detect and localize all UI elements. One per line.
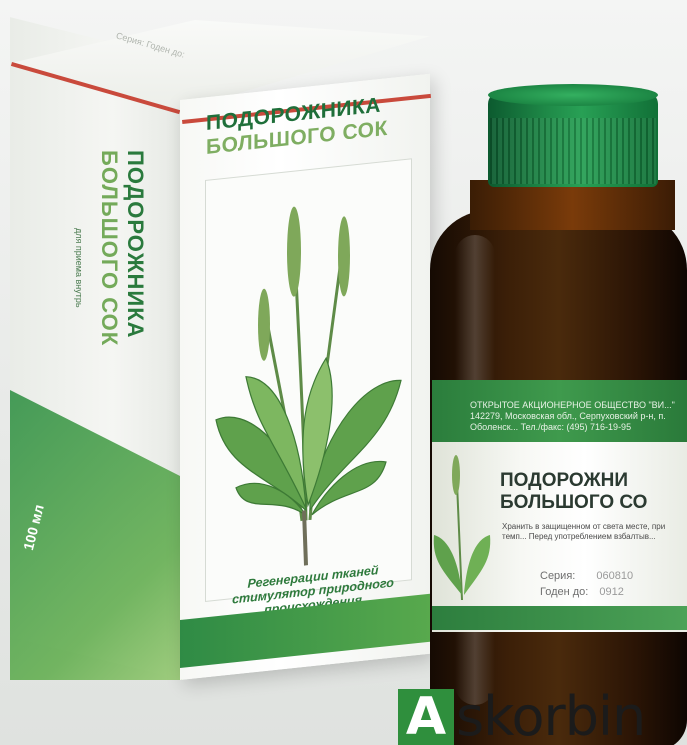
batch-label: Серия:: [540, 570, 576, 582]
plantain-small-icon: [433, 455, 491, 601]
bottle-label-bottom-band: [432, 606, 687, 630]
askorbin-watermark: A skorbin: [398, 685, 646, 745]
watermark-letter: A: [398, 689, 454, 745]
bottle-label-band: [432, 380, 687, 442]
bottle-label-title-line2: БОЛЬШОГО СО: [500, 492, 648, 513]
expiry-label: Годен до:: [540, 586, 589, 598]
box-side-note: для приема внутрь: [74, 228, 84, 308]
bottle-label-batch: Серия: 060810 Годен до: 0912: [540, 568, 633, 600]
expiry-value: 0912: [599, 586, 624, 598]
bottle-cap-ridges: [490, 118, 656, 184]
bottle-label-description: Хранить в защищенном от света месте, при…: [502, 522, 666, 541]
plant-illustration-frame: [205, 158, 412, 603]
batch-value: 060810: [596, 570, 634, 582]
bottle-label-manufacturer: ОТКРЫТОЕ АКЦИОНЕРНОЕ ОБЩЕСТВО "ВИ..." 14…: [470, 400, 675, 432]
bottle-label-title-line1: ПОДОРОЖНИ: [500, 470, 628, 491]
bottle-label-title: ПОДОРОЖНИ БОЛЬШОГО СО: [500, 470, 647, 514]
watermark-text: skorbin: [456, 685, 646, 745]
box-side-title-line2: БОЛЬШОГО СОК: [97, 150, 122, 347]
bottle-neck: [470, 180, 675, 230]
box-side-title-line1: ПОДОРОЖНИКА: [123, 150, 148, 339]
bottle-label-plant: [432, 450, 492, 610]
bottle-cap: [488, 84, 658, 187]
plantain-illustration: [215, 206, 402, 566]
